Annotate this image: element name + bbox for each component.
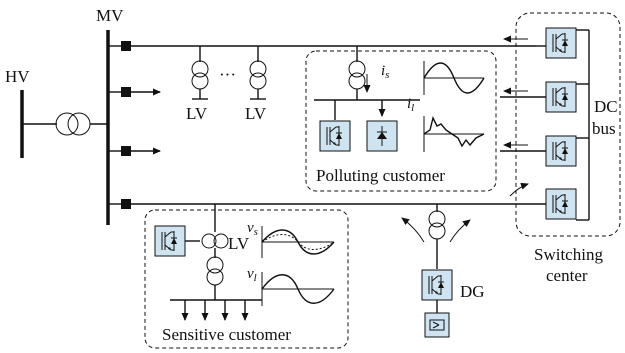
dg-converter-icon: [421, 269, 453, 301]
storage-source-icon: [424, 312, 450, 338]
lv1-label: LV: [186, 104, 208, 123]
dg-label: DG: [460, 282, 485, 301]
breaker-feeder-1: [121, 41, 131, 51]
dc-label-line1: DC: [594, 97, 618, 116]
mv-label: MV: [96, 6, 124, 25]
switching-converter-1-icon: [545, 27, 577, 59]
vl-waveform: [261, 272, 335, 306]
vl-label: vl: [247, 266, 257, 284]
breaker-feeder-4: [121, 199, 131, 209]
switching-center-box: [515, 12, 621, 237]
sensitive-customer-label: Sensitive customer: [162, 325, 291, 344]
ellipsis-label: ···: [219, 65, 236, 84]
lv2-label: LV: [245, 104, 267, 123]
polluting-transformer-icon: [348, 60, 366, 90]
switching-converter-4-icon: [545, 188, 577, 220]
switching-converter-3-icon: [545, 135, 577, 167]
il-waveform: [423, 115, 485, 152]
vs-label: vs: [247, 220, 258, 238]
switching-label-line1: Switching: [534, 245, 603, 264]
breaker-feeder-2: [121, 87, 131, 97]
series-transformer-icon: [201, 233, 229, 249]
dg-arrow-right: [449, 219, 471, 243]
sensitive-transformer-icon: [206, 256, 224, 286]
dc-label-line2: bus: [592, 119, 616, 138]
polluting-converter-icon: [319, 120, 351, 152]
lv-sensitive-label: LV: [228, 234, 250, 253]
polluting-customer-box: [305, 50, 497, 192]
dg-transformer-icon: [428, 210, 446, 240]
vs-waveform: [261, 226, 335, 258]
polluting-customer-label: Polluting customer: [316, 166, 445, 185]
hv-mv-transformer-icon: [55, 112, 91, 136]
hv-label: HV: [5, 67, 30, 86]
dg-arrow-left: [401, 217, 425, 243]
is-label: is: [381, 63, 389, 81]
sensitive-customer-box: [144, 209, 349, 349]
lv1-transformer-icon: [191, 60, 209, 90]
switching-converter-2-icon: [545, 81, 577, 113]
lv2-transformer-icon: [249, 60, 267, 90]
flow-arrow-4: [509, 182, 529, 197]
il-label: il: [407, 96, 414, 114]
breaker-feeder-3: [121, 146, 131, 156]
diode-rectifier-icon: [366, 120, 398, 152]
is-waveform: [423, 61, 485, 95]
sensitive-converter-icon: [154, 225, 186, 257]
switching-label-line2: center: [546, 266, 588, 285]
